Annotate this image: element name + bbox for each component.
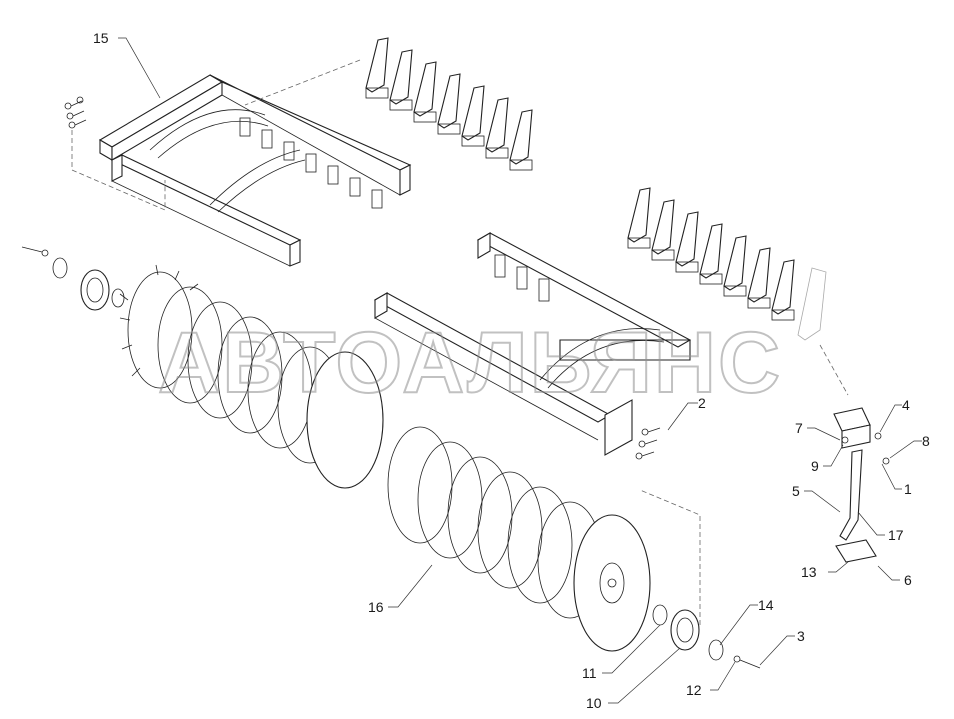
leader-lines [118, 37, 922, 704]
callout-3: 3 [797, 628, 805, 644]
watermark: АВТОАЛЬЯНС [158, 315, 782, 411]
callout-8: 8 [922, 433, 930, 449]
callout-7: 7 [795, 420, 803, 436]
callout-5: 5 [792, 483, 800, 499]
callout-2: 2 [698, 395, 706, 411]
callout-13: 13 [801, 564, 817, 580]
callout-numbers: 15 2 4 7 8 9 1 5 17 13 6 16 14 3 11 10 1… [93, 30, 930, 711]
callout-4: 4 [902, 397, 910, 413]
callout-1: 1 [904, 481, 912, 497]
callout-16: 16 [368, 599, 384, 615]
lower-frame [373, 232, 692, 460]
callout-6: 6 [904, 572, 912, 588]
upper-tine-row [244, 37, 533, 171]
callout-9: 9 [811, 458, 819, 474]
upper-roller [21, 246, 384, 489]
callout-15: 15 [93, 30, 109, 46]
callout-14: 14 [758, 597, 774, 613]
lower-roller [387, 426, 761, 669]
lower-tine-row [627, 187, 827, 341]
upper-frame [64, 74, 412, 267]
callout-17: 17 [888, 527, 904, 543]
callout-11: 11 [582, 665, 597, 681]
callout-12: 12 [686, 682, 702, 698]
tine-holder-detail [819, 344, 890, 563]
callout-10: 10 [586, 695, 602, 711]
